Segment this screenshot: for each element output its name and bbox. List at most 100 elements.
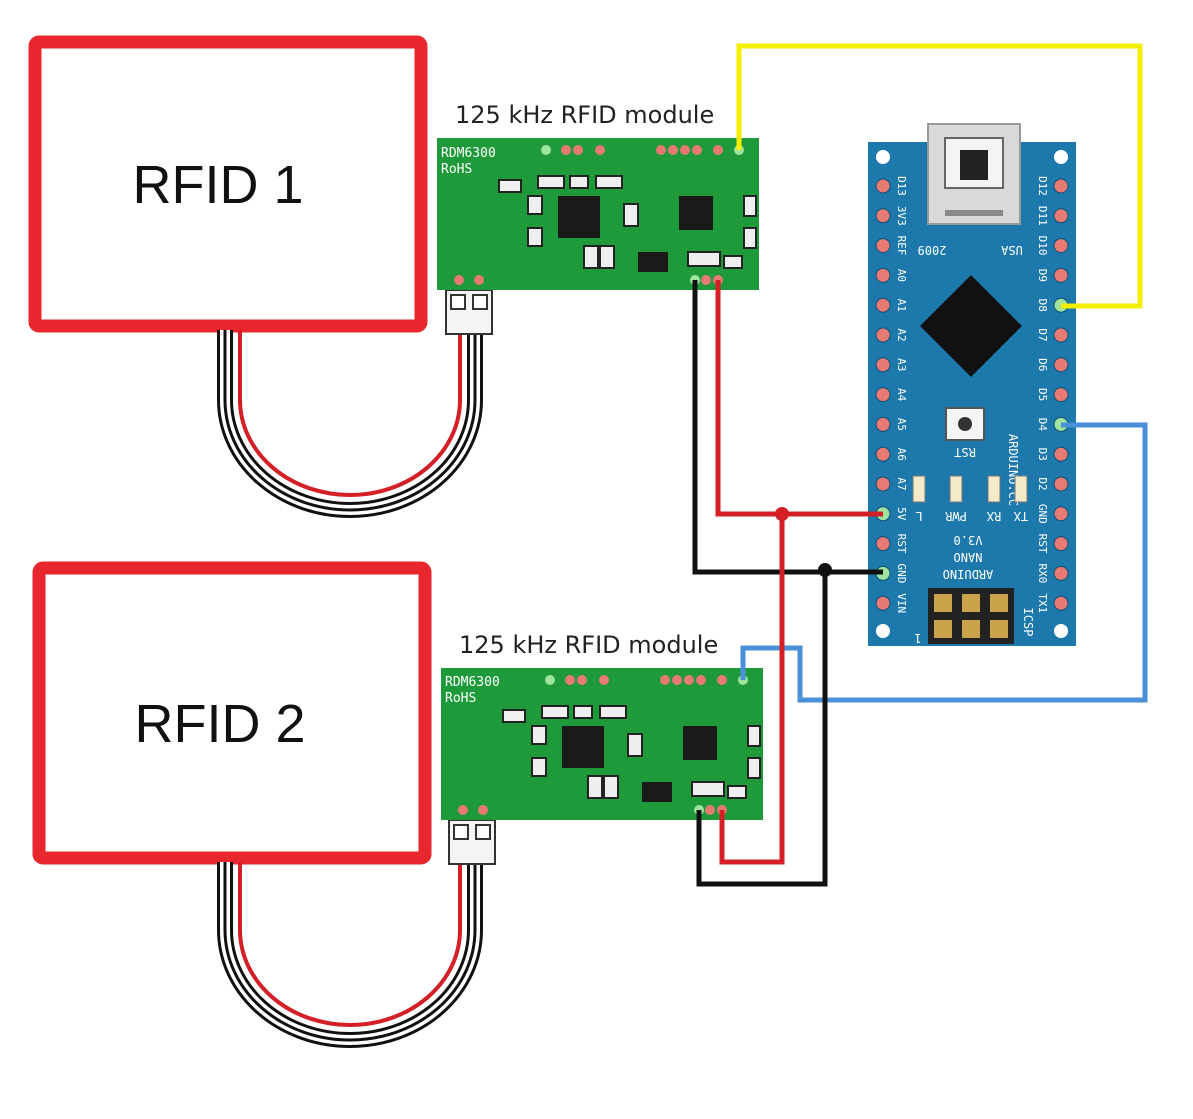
nano-pin-label-left-a3: A3 [895, 358, 908, 371]
nano-pin-left-a7 [875, 476, 891, 492]
module-ic-2 [562, 726, 604, 768]
nano-pin-label-right-tx1: TX1 [1036, 593, 1049, 613]
nano-pin-label-left-a0: A0 [895, 269, 908, 282]
nano-pin-left-a5 [875, 416, 891, 432]
module-caption-1: 125 kHz RFID module [455, 101, 714, 129]
junction-gnd [818, 563, 832, 577]
nano-pin-right-d11 [1053, 208, 1069, 224]
pin1-label: 1 [914, 631, 921, 645]
nano-brand: ARDUINO [943, 567, 994, 581]
status-leds [912, 475, 1028, 503]
nano-pin-left-a2 [875, 327, 891, 343]
nano-pin-label-left-rst: RST [895, 534, 908, 554]
nano-pin-label-left-a6: A6 [895, 448, 908, 461]
wire-red-module1-5v [715, 280, 883, 517]
nano-pin-left-d13 [875, 178, 891, 194]
junction-5v [775, 507, 789, 521]
nano-pin-label-left-a7: A7 [895, 477, 908, 490]
nano-pin-right-d2 [1053, 476, 1069, 492]
rfid-module-2: 125 kHz RFID module RDM6300 RoHS [441, 631, 763, 820]
nano-pin-label-right-d6: D6 [1036, 358, 1049, 371]
wire-black-module2-gnd [696, 570, 828, 887]
nano-pin-right-d3 [1053, 446, 1069, 462]
nano-pin-label-right-d11: D11 [1036, 206, 1049, 226]
nano-pin-label-left-3v3: 3V3 [895, 206, 908, 226]
antenna-coil-1 [28, 35, 428, 333]
nano-pin-label-right-d9: D9 [1036, 269, 1049, 282]
nano-pin-label-right-d5: D5 [1036, 388, 1049, 401]
nano-pin-label-left-ref: REF [895, 236, 908, 256]
icsp-header [928, 588, 1014, 644]
nano-pin-right-d6 [1053, 357, 1069, 373]
icsp-label: ICSP [1021, 608, 1035, 637]
led-label-rx: RX [986, 509, 1001, 523]
nano-pin-left-a3 [875, 357, 891, 373]
wire-yellow-module1-tx-d8 [736, 43, 1143, 309]
antenna-rfid-2: RFID 2 [32, 561, 496, 1048]
nano-pin-label-right-d2: D2 [1036, 477, 1049, 490]
wire-blue-module2-tx-d4 [740, 422, 1148, 703]
nano-pin-label-right-d3: D3 [1036, 448, 1049, 461]
nano-pin-label-left-a5: A5 [895, 418, 908, 431]
nano-board [868, 142, 1076, 646]
led-label-pwr: PWR [944, 509, 966, 523]
nano-pin-right-d7 [1053, 327, 1069, 343]
module-rohs-1: RoHS [441, 162, 472, 177]
reset-label: RST [954, 445, 976, 459]
nano-pin-label-left-vin: VIN [895, 593, 908, 613]
nano-pin-right-d9 [1053, 267, 1069, 283]
nano-pin-label-right-d8: D8 [1036, 299, 1049, 312]
nano-pin-label-right-d7: D7 [1036, 328, 1049, 341]
nano-pin-left-a1 [875, 297, 891, 313]
nano-pin-label-left-a4: A4 [895, 388, 908, 402]
nano-pin-right-d10 [1053, 238, 1069, 254]
arduino-nano: 2009 USA RST ARDUINO.CC L PWR RX TX V3.0… [868, 123, 1076, 646]
usb-label-right: USA [1000, 243, 1022, 257]
nano-pin-label-right-rst: RST [1036, 534, 1049, 554]
nano-pin-label-left-a2: A2 [895, 328, 908, 341]
nano-pin-right-d5 [1053, 387, 1069, 403]
nano-pin-right-rst [1053, 536, 1069, 552]
nano-pin-right-tx1 [1053, 595, 1069, 611]
wire-black-module1-gnd [692, 280, 883, 575]
rfid-module-1: 125 kHz RFID module RDM6300 RoHS [437, 101, 759, 290]
nano-pin-left-a4 [875, 387, 891, 403]
reset-button[interactable] [945, 407, 985, 441]
nano-pin-left-vin [875, 595, 891, 611]
module-ic-1 [558, 196, 600, 238]
nano-pin-right-rx0 [1053, 565, 1069, 581]
nano-pin-label-right-gnd: GND [1036, 504, 1049, 524]
nano-pin-right-gnd [1053, 506, 1069, 522]
module-model-2: RDM6300 [445, 675, 500, 690]
nano-pin-label-left-gnd: GND [895, 563, 908, 583]
nano-pin-left-rst [875, 536, 891, 552]
led-label-l: L [915, 509, 922, 523]
usb-label-left: 2009 [918, 243, 947, 257]
module-header-pins-1 [541, 145, 744, 155]
nano-pin-left-a6 [875, 446, 891, 462]
usb-connector [927, 123, 1021, 225]
nano-pin-label-left-d13: D13 [895, 176, 908, 196]
module-rohs-2: RoHS [445, 691, 476, 706]
nano-version: V3.0 [954, 533, 983, 547]
nano-pin-label-left-5v: 5V [895, 507, 908, 521]
wires [692, 43, 1148, 887]
module-header-pins-2 [545, 675, 748, 685]
module-model-1: RDM6300 [441, 146, 496, 161]
nano-pin-left-3v3 [875, 208, 891, 224]
module-caption-2: 125 kHz RFID module [459, 631, 718, 659]
wire-red-module2-5v [719, 514, 785, 865]
antenna-label-2: RFID 2 [134, 694, 305, 754]
nano-name: NANO [954, 550, 983, 564]
nano-pin-label-right-d12: D12 [1036, 176, 1049, 196]
led-label-tx: TX [1013, 509, 1028, 523]
nano-pin-right-d12 [1053, 178, 1069, 194]
antenna-coil-2 [32, 561, 432, 865]
nano-pin-label-right-rx0: RX0 [1036, 563, 1049, 583]
nano-pin-label-right-d4: D4 [1036, 418, 1049, 432]
nano-pin-left-a0 [875, 267, 891, 283]
antenna-label-1: RFID 1 [132, 155, 303, 215]
antenna-rfid-1: RFID 1 [28, 35, 493, 518]
